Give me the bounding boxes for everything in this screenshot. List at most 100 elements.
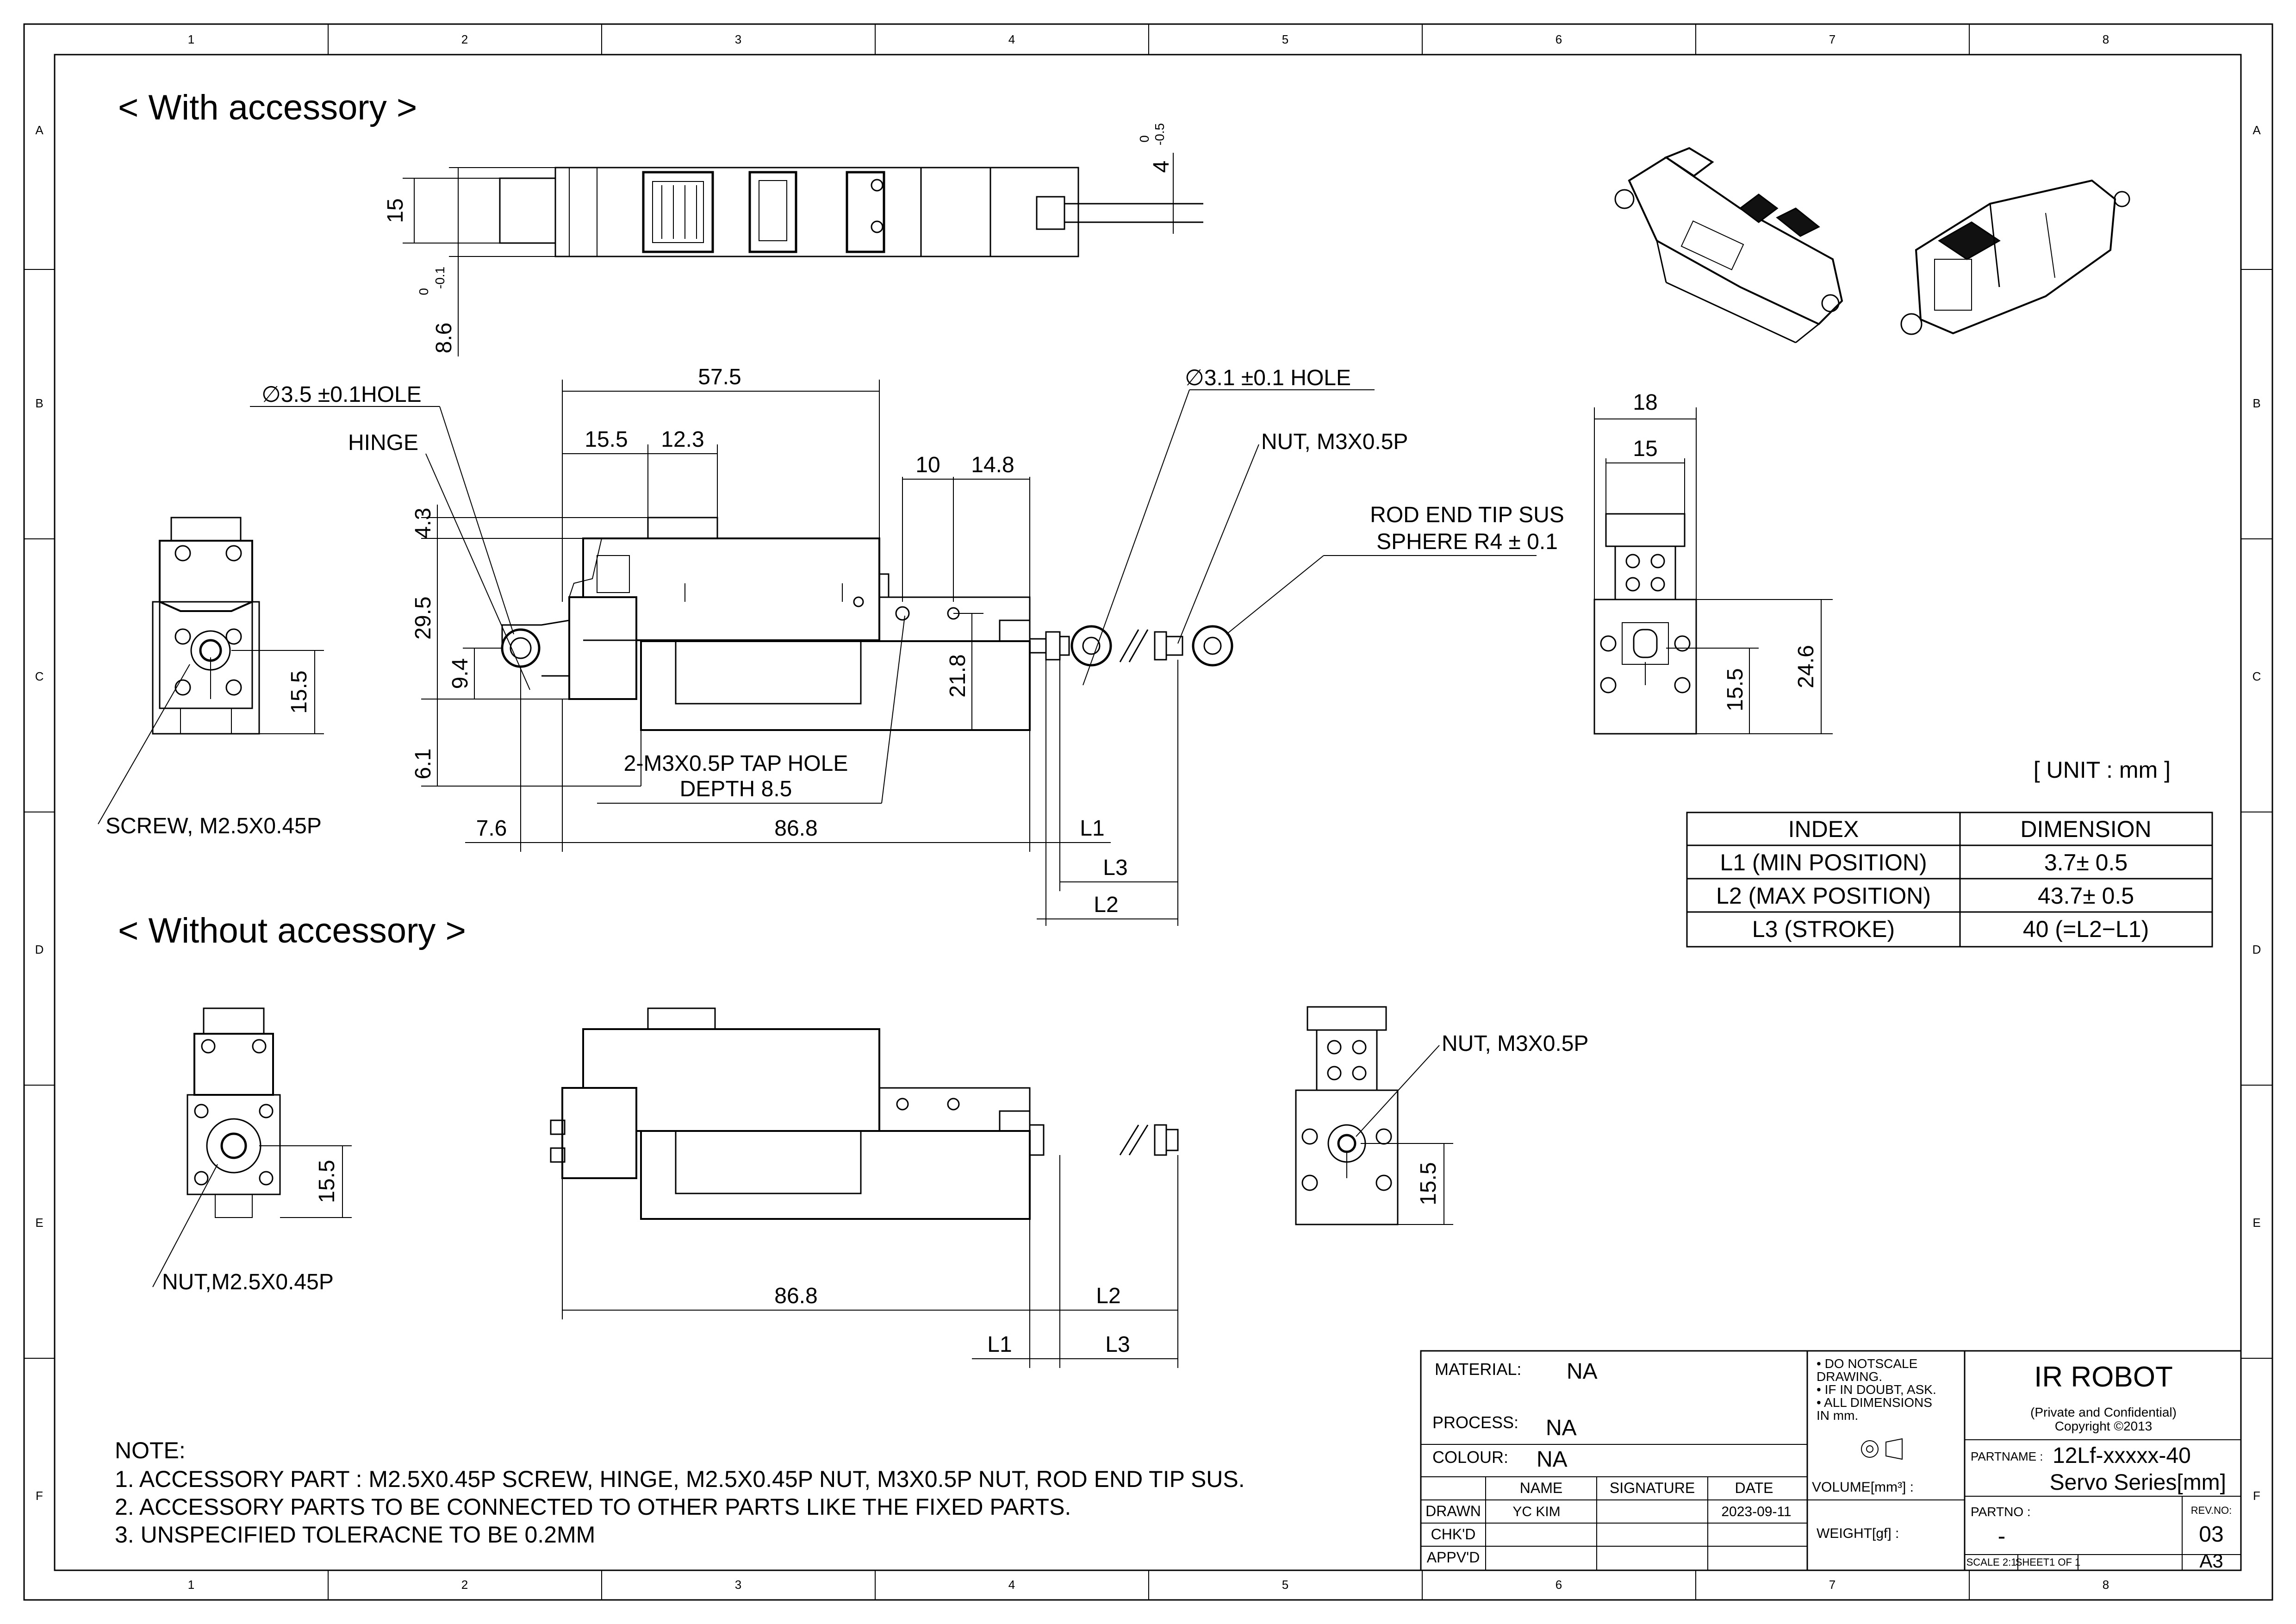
note-1: 1. ACCESSORY PART : M2.5X0.45P SCREW, HI… (115, 1466, 1245, 1492)
col-label-6-top: 6 (1556, 32, 1562, 46)
left-end-view-without-accessory: 15.5 NUT,M2.5X0.45P (152, 1007, 352, 1294)
dim-7-6: 7.6 (476, 816, 507, 841)
row-label-a-right: A (2252, 123, 2261, 137)
projection-symbol-icon (1861, 1438, 1903, 1460)
col-label-4-top: 4 (1008, 32, 1015, 46)
dim-left-15-5-without: 15.5 (315, 1160, 339, 1203)
sheet-value: SHEET1 OF 1 (2016, 1556, 2081, 1568)
company-name: IR ROBOT (2034, 1361, 2173, 1393)
right-end-view-without-accessory: 15.5 NUT, M3X0.5P (1295, 1006, 1588, 1225)
dim-8-6-lower-tol: -0.1 (433, 267, 447, 289)
dim-8-6-upper-tol: 0 (417, 288, 431, 295)
dim-right-15: 15 (1633, 437, 1657, 461)
row-label-c-left: C (35, 669, 44, 683)
dim-57-5: 57.5 (698, 365, 741, 389)
table-cell-l1-index: L1 (MIN POSITION) (1720, 849, 1927, 875)
dim-right-15-5-with: 15.5 (1723, 668, 1748, 711)
dim-12-3: 12.3 (661, 427, 704, 452)
tb-note-4: • ALL DIMENSIONS (1817, 1395, 1932, 1410)
dim-l3-with: L3 (1103, 856, 1127, 880)
row-label-b-left: B (35, 396, 43, 410)
drawn-label: DRAWN (1425, 1503, 1481, 1519)
dimension-table: INDEX DIMENSION L1 (MIN POSITION) 3.7± 0… (1686, 812, 2213, 948)
unit-label: [ UNIT : mm ] (2034, 757, 2171, 783)
table-header-dimension: DIMENSION (2020, 816, 2151, 842)
col-label-1-top: 1 (188, 32, 194, 46)
row-label-e-right: E (2252, 1216, 2260, 1230)
chkd-label: CHK'D (1431, 1526, 1476, 1543)
note-3: 3. UNSPECIFIED TOLERACNE TO BE 0.2MM (115, 1522, 595, 1548)
callout-nut-m3-without: NUT, M3X0.5P (1442, 1031, 1588, 1056)
dim-4-upper-tol: 0 (1137, 135, 1151, 143)
tb-note-2: DRAWING. (1817, 1369, 1882, 1384)
col-label-8-bottom: 8 (2103, 1578, 2109, 1592)
dim-6-1: 6.1 (411, 749, 436, 780)
tb-note-5: IN mm. (1817, 1408, 1858, 1423)
col-signature: SIGNATURE (1610, 1480, 1695, 1496)
col-label-8-top: 8 (2103, 32, 2109, 46)
dim-l3-without: L3 (1105, 1332, 1130, 1357)
dim-14-8: 14.8 (971, 453, 1014, 477)
col-label-6-bottom: 6 (1556, 1578, 1562, 1592)
partname-line1: 12Lf-xxxxx-40 (2053, 1443, 2191, 1468)
dim-right-24-6: 24.6 (1794, 645, 1818, 688)
row-label-e-left: E (35, 1216, 43, 1230)
material-label: MATERIAL: (1435, 1360, 1521, 1379)
table-cell-l1-dim: 3.7± 0.5 (2044, 849, 2128, 875)
dim-4: 4 (1149, 161, 1174, 173)
callout-hinge: HINGE (348, 431, 418, 455)
sheet-size: A3 (2199, 1550, 2223, 1572)
table-cell-l3-dim: 40 (=L2−L1) (2023, 916, 2149, 942)
dim-4-lower-tol: -0.5 (1152, 123, 1167, 145)
dim-86-8-with: 86.8 (774, 816, 817, 841)
dim-4-3: 4.3 (411, 508, 436, 539)
callout-nut-m3-with: NUT, M3X0.5P (1261, 430, 1408, 454)
table-header-index: INDEX (1788, 816, 1859, 842)
dim-8-6: 8.6 (432, 323, 456, 354)
drawn-name: YC KIM (1512, 1504, 1560, 1519)
callout-hole-3-1: ∅3.1 ±0.1 HOLE (1185, 366, 1351, 390)
col-label-3-bottom: 3 (735, 1578, 741, 1592)
revno-label: REV.NO: (2191, 1505, 2232, 1516)
section-title-with-accessory: < With accessory > (118, 88, 417, 127)
callout-hole-3-5: ∅3.5 ±0.1HOLE (261, 382, 422, 407)
col-label-5-bottom: 5 (1282, 1578, 1288, 1592)
dim-left-15-5: 15.5 (287, 670, 311, 713)
table-cell-l2-index: L2 (MAX POSITION) (1716, 883, 1931, 909)
col-label-7-top: 7 (1829, 32, 1836, 46)
callout-screw: SCREW, M2.5X0.45P (106, 814, 322, 838)
col-label-2-bottom: 2 (461, 1578, 468, 1592)
colour-label: COLOUR: (1432, 1448, 1508, 1467)
partno-value: - (1998, 1523, 2006, 1549)
col-date: DATE (1735, 1480, 1773, 1496)
dim-15-5-top: 15.5 (585, 427, 628, 452)
row-label-f-left: F (36, 1489, 43, 1503)
volume-label: VOLUME[mm³] : (1812, 1480, 1914, 1495)
process-value: NA (1546, 1416, 1577, 1440)
isometric-view-1 (1614, 147, 1843, 344)
scale-value: SCALE 2:1 (1966, 1556, 2017, 1568)
callout-tap-hole-line1: 2-M3X0.5P TAP HOLE (624, 751, 848, 776)
process-label: PROCESS: (1432, 1413, 1518, 1432)
table-cell-l2-dim: 43.7± 0.5 (2038, 883, 2134, 909)
row-label-a-left: A (35, 123, 44, 137)
row-label-b-right: B (2252, 396, 2260, 410)
callout-tap-hole-line2: DEPTH 8.5 (680, 777, 792, 801)
notes: NOTE: 1. ACCESSORY PART : M2.5X0.45P SCR… (115, 1437, 1245, 1548)
dim-l1-without: L1 (987, 1332, 1012, 1357)
confidential-line: (Private and Confidential) (2030, 1405, 2177, 1419)
dim-10: 10 (915, 453, 940, 477)
col-label-4-bottom: 4 (1008, 1578, 1015, 1592)
colour-value: NA (1537, 1447, 1568, 1472)
title-block: MATERIAL: NA PROCESS: NA COLOUR: NA NAME… (1420, 1350, 2242, 1572)
row-label-d-right: D (2252, 943, 2261, 956)
row-label-c-right: C (2252, 669, 2261, 683)
weight-label: WEIGHT[gf] : (1817, 1526, 1899, 1541)
callout-rod-end-line2: SPHERE R4 ± 0.1 (1376, 530, 1558, 554)
side-view-without-accessory: 86.8 L2 L1 L3 (550, 1007, 1179, 1368)
partname-label: PARTNAME : (1971, 1449, 2043, 1463)
dim-29-5: 29.5 (411, 596, 436, 639)
note-2: 2. ACCESSORY PARTS TO BE CONNECTED TO OT… (115, 1494, 1071, 1520)
dim-15-top: 15 (383, 198, 408, 223)
revno-value: 03 (2199, 1522, 2223, 1547)
